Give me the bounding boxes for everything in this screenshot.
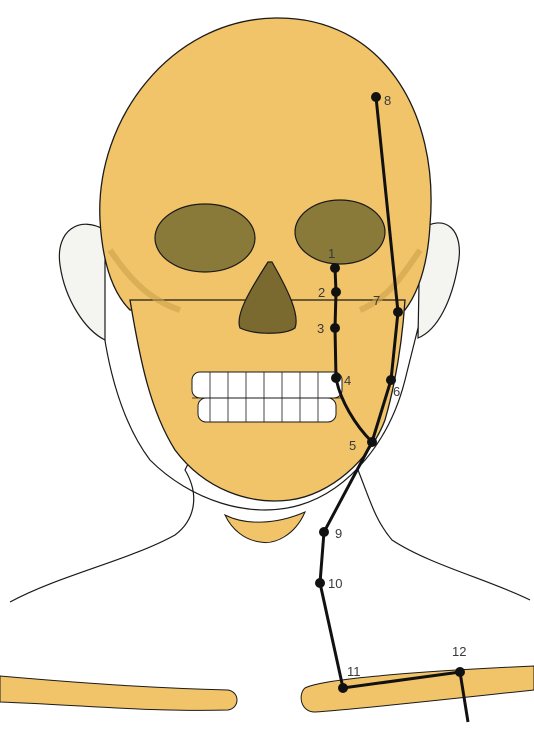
point-1-marker: [330, 263, 340, 273]
point-2-marker: [331, 287, 341, 297]
point-12-marker: [455, 667, 465, 677]
point-3-label: 3: [317, 321, 324, 336]
point-6-label: 6: [393, 384, 400, 399]
point-3-marker: [330, 323, 340, 333]
lower-teeth: [198, 398, 336, 422]
point-5-marker: [367, 437, 377, 447]
point-9-label: 9: [335, 526, 342, 541]
point-1-label: 1: [328, 246, 335, 261]
point-8-marker: [371, 92, 381, 102]
point-4-marker: [331, 373, 341, 383]
point-5-label: 5: [349, 438, 356, 453]
left-eye-socket: [155, 204, 255, 272]
point-7-marker: [393, 307, 403, 317]
point-10-marker: [315, 578, 325, 588]
point-11-marker: [338, 683, 348, 693]
upper-teeth: [192, 372, 342, 398]
point-2-label: 2: [318, 285, 325, 300]
point-10-label: 10: [328, 576, 342, 591]
point-7-label: 7: [373, 293, 380, 308]
right-clavicle: [301, 666, 534, 712]
right-eye-socket: [295, 200, 385, 264]
point-4-label: 4: [344, 373, 351, 388]
point-8-label: 8: [384, 93, 391, 108]
point-12-label: 12: [452, 644, 466, 659]
point-11-label: 11: [347, 664, 361, 679]
point-9-marker: [319, 527, 329, 537]
left-ear: [59, 224, 105, 340]
hyoid-bone: [225, 512, 305, 543]
left-clavicle: [0, 676, 237, 710]
